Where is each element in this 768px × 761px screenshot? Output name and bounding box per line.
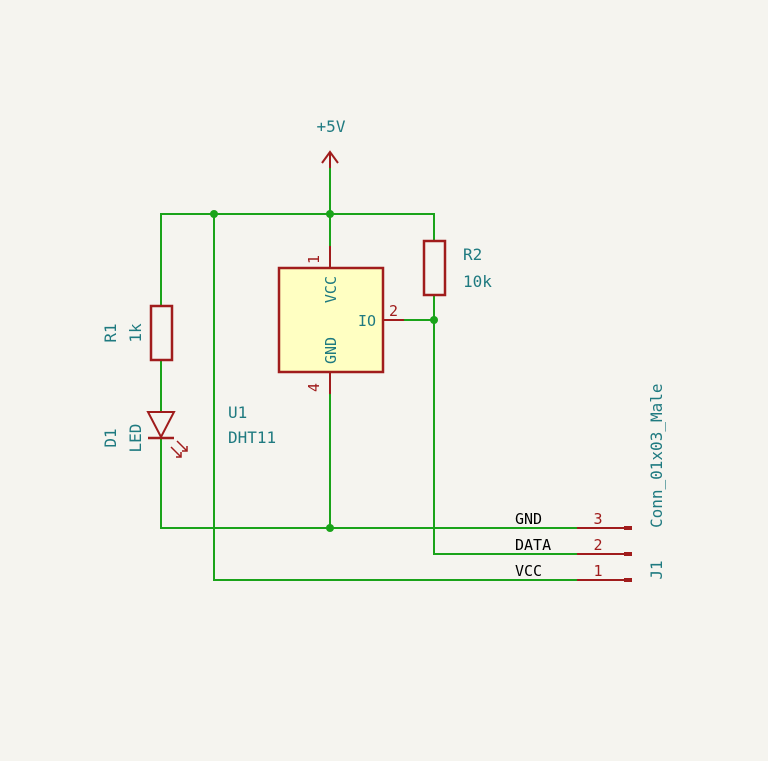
u1-pin-vcc-name: VCC xyxy=(322,276,340,303)
junction-dot xyxy=(326,524,334,532)
d1-value: LED xyxy=(126,424,145,453)
j1-connector[interactable]: 3 2 1 J1 Conn_01x03_Male xyxy=(577,384,666,583)
u1-pin-io-name: IO xyxy=(358,312,376,330)
r1-resistor[interactable]: R1 1k xyxy=(101,304,174,362)
r2-reference: R2 xyxy=(463,245,482,264)
r2-value: 10k xyxy=(463,272,492,291)
power-label: +5V xyxy=(317,117,346,136)
u1-pin4-number: 4 xyxy=(305,383,323,392)
j1-pin3-stub xyxy=(624,526,632,530)
net-label-data: DATA xyxy=(515,536,551,554)
u1-value: DHT11 xyxy=(228,428,276,447)
j1-reference: J1 xyxy=(647,560,666,579)
junction-dot xyxy=(430,316,438,324)
r1-body xyxy=(149,304,174,362)
r2-resistor[interactable]: R2 10k xyxy=(422,239,492,297)
j1-pin3-number: 3 xyxy=(593,510,602,528)
u1-pin1-number: 1 xyxy=(305,255,323,264)
u1-dht11[interactable]: 1 4 2 VCC GND IO U1 DHT11 xyxy=(228,246,404,447)
r2-body xyxy=(422,239,447,297)
j1-pin2-number: 2 xyxy=(593,536,602,554)
net-label-vcc: VCC xyxy=(515,562,542,580)
j1-pin1-number: 1 xyxy=(593,562,602,580)
junctions xyxy=(210,210,438,532)
led-triangle-icon xyxy=(146,411,176,440)
junction-dot xyxy=(326,210,334,218)
net-label-gnd: GND xyxy=(515,510,542,528)
r1-reference: R1 xyxy=(101,323,120,342)
d1-led[interactable]: D1 LED xyxy=(101,411,188,458)
u1-pin2-number: 2 xyxy=(389,302,398,320)
junction-dot xyxy=(210,210,218,218)
u1-pin-gnd-name: GND xyxy=(322,337,340,364)
power-arrow-icon xyxy=(321,150,339,164)
wires xyxy=(160,167,578,581)
power-symbol-5v[interactable]: +5V xyxy=(317,117,346,168)
r1-value: 1k xyxy=(126,323,145,343)
j1-pin2-stub xyxy=(624,552,632,556)
led-emission-arrows-icon xyxy=(170,440,188,458)
net-labels: GND DATA VCC xyxy=(515,510,551,580)
d1-reference: D1 xyxy=(101,428,120,447)
j1-value: Conn_01x03_Male xyxy=(647,384,666,529)
u1-reference: U1 xyxy=(228,403,247,422)
j1-pin1-stub xyxy=(624,578,632,582)
